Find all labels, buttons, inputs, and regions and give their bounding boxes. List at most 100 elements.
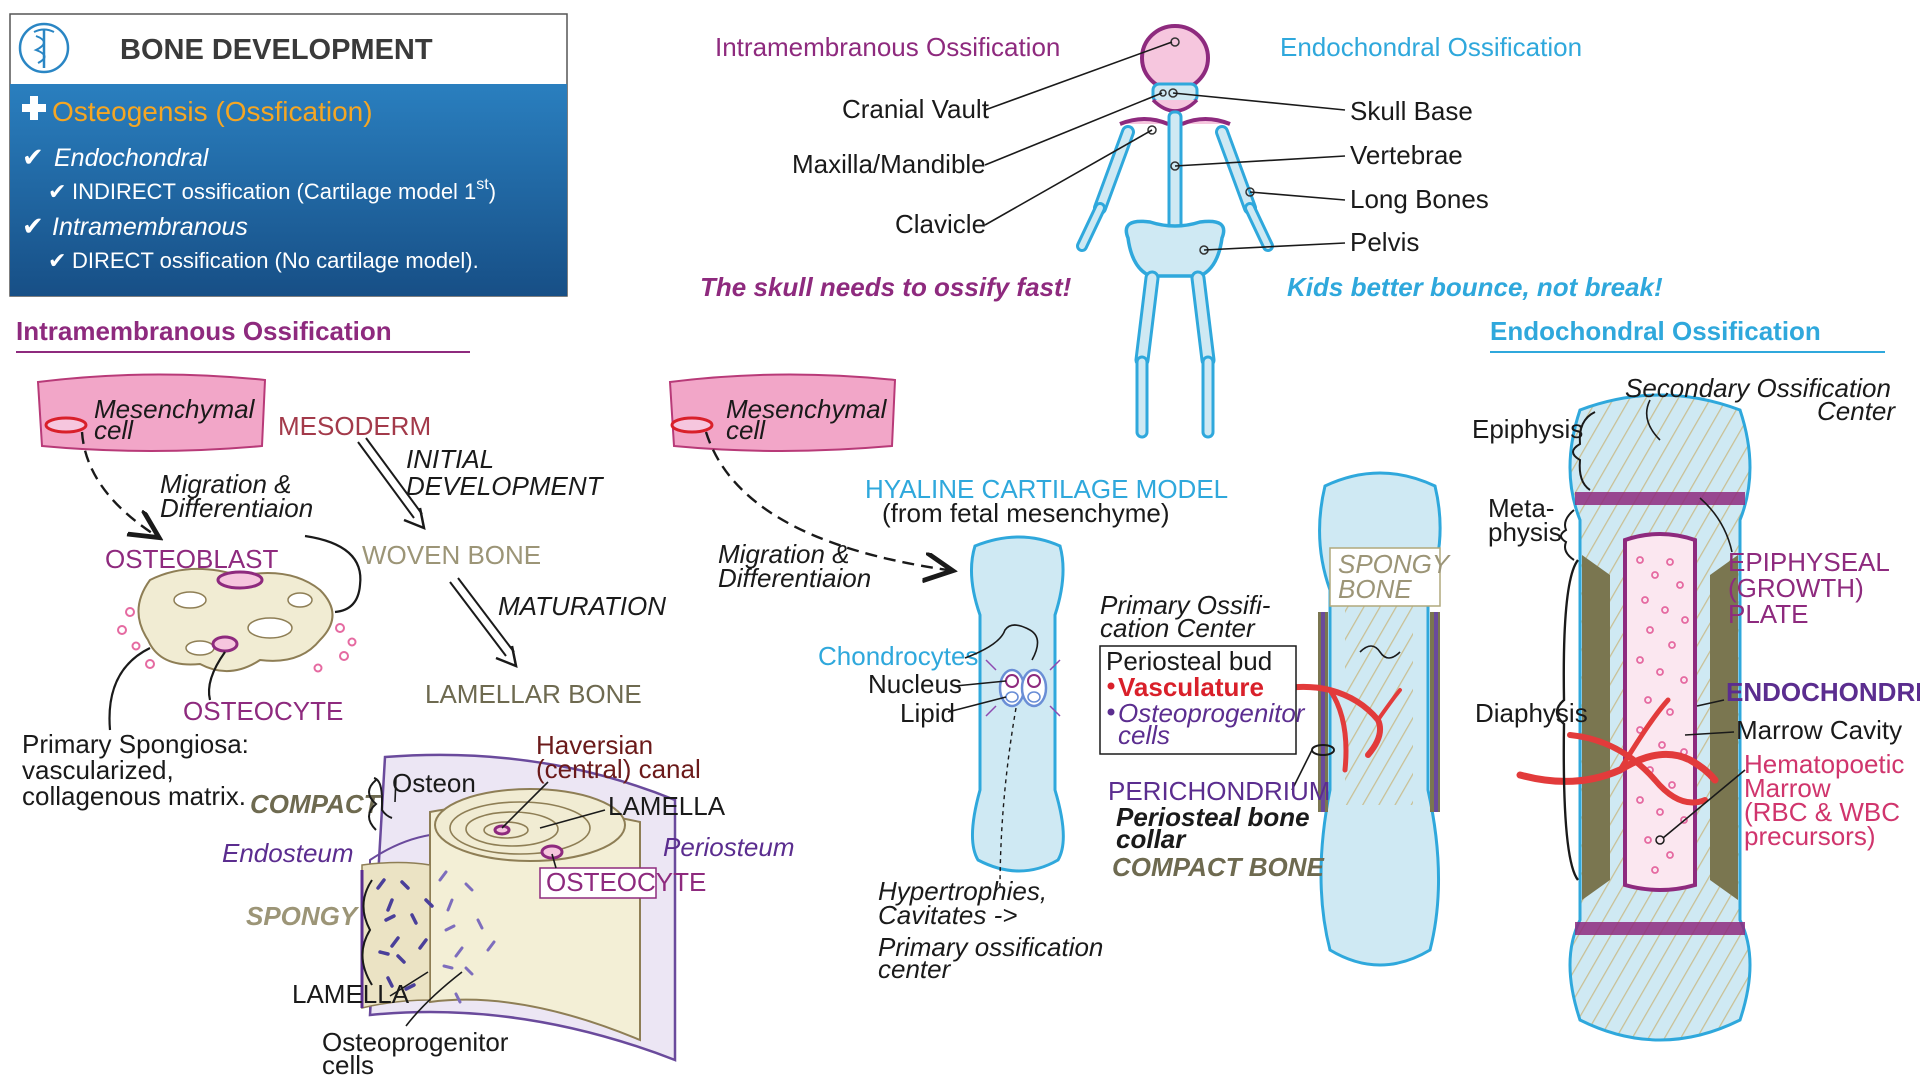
endo-primary-center-1: Primary Ossifi- (1100, 590, 1271, 620)
intra-migration-arrow (80, 431, 155, 535)
endo-vasculature: Vasculature (1118, 672, 1264, 702)
intra-haversian-1: Haversian (536, 730, 653, 760)
intra-mesoderm: MESODERM (278, 411, 431, 441)
endo-perichondrium: PERICHONDRIUM (1108, 776, 1330, 806)
clavicle-left (1119, 117, 1169, 126)
endo-hematopoetic-4: precursors) (1744, 821, 1875, 851)
endo-epiphyseal-plate-1: EPIPHYSEAL (1728, 547, 1890, 577)
label-pelvis: Pelvis (1350, 227, 1419, 257)
endo-mesenchymal-label-2: cell (726, 415, 766, 445)
intra-osteocyte: OSTEOCYTE (183, 696, 343, 726)
lamellar-bone-illustration (360, 753, 677, 1062)
intra-mesenchymal-band (36, 373, 267, 452)
endo-periosteal-collar-2: collar (1116, 824, 1187, 854)
osteoblast-cell (216, 570, 264, 590)
item1-detail: INDIRECT ossification (Cartilage model 1… (72, 176, 496, 204)
endo-spongy-bone-1: SPONGY (1338, 549, 1451, 579)
osteocyte-cell (211, 635, 239, 653)
endo-mesenchymal-label-1: Mesenchymal (726, 394, 888, 424)
osteocyte-lacuna (540, 844, 564, 860)
intra-mesenchymal-cell (44, 416, 88, 434)
endo-hypertrophies-1: Hypertrophies, (878, 876, 1047, 906)
mature-long-bone (1516, 393, 1752, 1042)
intra-initial-1: INITIAL (406, 444, 494, 474)
endo-epiphysis: Epiphysis (1472, 414, 1583, 444)
clavicle-right (1181, 117, 1231, 126)
endo-osteoprogenitor-1: Osteoprogenitor (1118, 698, 1306, 728)
label-maxilla-mandible: Maxilla/Mandible (792, 149, 986, 179)
mandible (1151, 98, 1199, 113)
item1-title: Endochondral (54, 144, 210, 172)
note-skull-ossify: The skull needs to ossify fast! (700, 272, 1072, 302)
skeleton-leader-lines (984, 41, 1346, 251)
item2-title: Intramembranous (52, 213, 248, 241)
check-icon: ✔ (48, 248, 66, 273)
skeleton-heading-intramembranous: Intramembranous Ossification (715, 32, 1060, 62)
endo-primary-ossification-2: center (878, 954, 952, 984)
label-long-bones: Long Bones (1350, 184, 1489, 214)
vertebrae (1167, 110, 1183, 234)
endo-hematopoetic-1: Hematopoetic (1744, 749, 1904, 779)
endo-section-title: Endochondral Ossification (1490, 316, 1821, 346)
endo-marrow-cavity: Marrow Cavity (1736, 715, 1902, 745)
endo-hyaline-sub: (from fetal mesenchyme) (882, 498, 1170, 528)
endo-compact-bone: COMPACT BONE (1112, 852, 1325, 882)
intra-spongy: SPONGY (246, 901, 360, 931)
skull-cranial-vault (1140, 24, 1210, 92)
intra-compact: COMPACT (250, 789, 382, 819)
primary-spongiosa-2: vascularized, (22, 755, 174, 785)
intra-mesenchymal-label-2: cell (94, 415, 134, 445)
primary-spongy-region (1345, 585, 1413, 805)
spongy-bone-trabeculae (376, 870, 496, 1004)
endo-mesenchymal-band (668, 373, 897, 452)
intra-osteocyte-box: OSTEOCYTE (546, 867, 706, 897)
endo-hematopoetic-3: (RBC & WBC (1744, 797, 1900, 827)
endo-metaphysis-2: physis (1488, 517, 1562, 547)
endo-epiphyseal-plate-3: PLATE (1728, 599, 1808, 629)
plus-icon (22, 96, 46, 120)
skeleton-heading-endochondral: Endochondral Ossification (1280, 32, 1582, 62)
endo-secondary-center-2: Center (1817, 396, 1896, 426)
label-skull-base: Skull Base (1350, 96, 1473, 126)
osteocyte-box (539, 867, 657, 899)
intra-osteoblast: OSTEOBLAST (105, 544, 278, 574)
intra-initial-dev-arrow (357, 437, 426, 531)
endo-nucleus: Nucleus (868, 669, 962, 699)
check-icon: ✔ (22, 142, 44, 172)
skeleton-figure (1076, 24, 1274, 439)
endo-endochondrium: ENDOCHONDRIUM (1726, 677, 1920, 707)
intra-woven-bone: WOVEN BONE (362, 540, 541, 570)
endo-migration-1: Migration & (718, 539, 850, 569)
intra-maturation: MATURATION (498, 591, 666, 621)
endo-mesenchymal-cell (670, 416, 714, 434)
endo-epiphyseal-plate-2: (GROWTH) (1728, 573, 1864, 603)
title-box: BONE DEVELOPMENT Osteogensis (Ossficatio… (9, 13, 568, 297)
bullet-icon (1107, 708, 1115, 716)
endo-migration-2: Differentiaion (718, 563, 871, 593)
endo-diaphysis: Diaphysis (1475, 698, 1588, 728)
endo-hematopoetic-2: Marrow (1744, 773, 1831, 803)
intra-mesenchymal-label-1: Mesenchymal (94, 394, 256, 424)
bullet-icon (1107, 682, 1115, 690)
intra-migration-1: Migration & (160, 469, 292, 499)
endo-periosteal-bud: Periosteal bud (1106, 646, 1272, 676)
check-icon: ✔ (22, 211, 44, 241)
woven-bone-bracket (304, 534, 362, 614)
check-icon: ✔ (48, 179, 66, 204)
intra-periosteum: Periosteum (663, 832, 795, 862)
compact-bone-left (1582, 555, 1610, 900)
haversian-canal (493, 824, 511, 836)
intra-endosteum: Endosteum (222, 838, 354, 868)
endo-hyaline-title: HYALINE CARTILAGE MODEL (865, 474, 1228, 504)
label-vertebrae: Vertebrae (1350, 140, 1463, 170)
intra-lamella-top: LAMELLA (608, 791, 726, 821)
woven-bone-illustration (117, 567, 357, 673)
title-box-title: BONE DEVELOPMENT (120, 34, 433, 66)
epiphyseal-plate-bottom (1575, 922, 1745, 935)
intra-osteoprogenitor-2: cells (322, 1050, 374, 1080)
intra-maturation-arrow (449, 577, 518, 669)
intra-migration-2: Differentiaion (160, 493, 313, 523)
primary-spongiosa-3: collagenous matrix. (22, 781, 246, 811)
endo-migration-arrow (704, 431, 948, 570)
